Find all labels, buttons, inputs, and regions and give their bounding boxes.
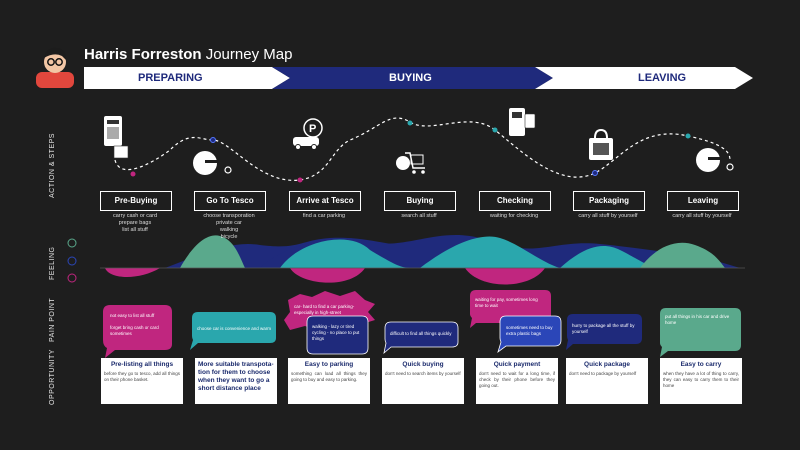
- step-description: carry all stuff by yourself: [672, 213, 732, 219]
- pain-text: sometimes need to buy extra plastic bags: [506, 325, 553, 336]
- phase-preparing: PREPARING: [138, 72, 203, 84]
- opportunity-desc: something can load all things they going…: [291, 371, 367, 382]
- phone-list-icon: [104, 116, 129, 159]
- pain-text: waiting for pay, sometimes long time to …: [475, 297, 538, 308]
- phase-leaving-shape: [535, 67, 753, 89]
- phase-buying-shape: [272, 67, 553, 89]
- feeling-wave-teal-2: [420, 236, 560, 268]
- shopping-cart-icon: [396, 152, 425, 174]
- step-description: choose transporation private car walking…: [203, 213, 255, 240]
- opportunity-title: Easy to carry: [680, 361, 722, 368]
- svg-text:P: P: [309, 123, 316, 135]
- side-label-feeling: FEELING: [49, 246, 56, 280]
- happy-face-icon: [67, 238, 77, 248]
- feeling-wave-magenta-3: [465, 268, 545, 285]
- opportunity-card: Easy to parking something can load all t…: [288, 358, 370, 404]
- feeling-wave-magenta: [105, 268, 160, 277]
- opportunity-card: Quick payment don't need to wait for a l…: [476, 358, 558, 404]
- pain-text: walking - lazy or tired cycling - no pla…: [312, 324, 360, 341]
- pain-text: put all things in his car and drive home: [665, 314, 730, 325]
- opportunity-desc: before they go to tesco, add all things …: [104, 371, 180, 382]
- path-node: [407, 120, 413, 126]
- feeling-wave-teal: [280, 239, 410, 268]
- car-front-icon: [193, 151, 232, 175]
- pain-text: choose car is convenience and warm: [197, 326, 272, 331]
- step-box: Buying: [384, 191, 456, 211]
- step-box: Go To Tesco: [194, 191, 266, 211]
- opportunity-desc: when they have a lot of thing to carry, …: [663, 371, 739, 388]
- feeling-wave-magenta-2: [290, 268, 365, 283]
- parking-car-icon: P: [293, 118, 323, 150]
- page-title: Harris Forreston Journey Map: [84, 46, 292, 63]
- car-leaving-icon: [696, 148, 734, 172]
- step-description: search all stuff: [401, 213, 437, 219]
- pain-text: difficult to find all things quickly: [390, 331, 452, 336]
- phase-leaving: LEAVING: [638, 72, 687, 84]
- pain-bubble-2: [190, 312, 276, 350]
- opportunity-desc: don't need to search items by yourself: [385, 371, 461, 376]
- path-node: [592, 170, 598, 176]
- opportunity-desc: don't need to package by yourself: [569, 371, 637, 376]
- feeling-wave-green-2: [640, 242, 725, 268]
- pain-text: car- hard to find a car parking-especial…: [294, 304, 355, 315]
- path-node: [685, 133, 691, 139]
- side-label-action: ACTION & STEPS: [49, 133, 56, 198]
- pain-bubble-7: [497, 315, 562, 354]
- step-description: carry all stuff by yourself: [578, 213, 638, 219]
- pain-bubble-4: [306, 315, 369, 355]
- map-subtitle: Journey Map: [205, 46, 293, 63]
- neutral-face-icon: [67, 256, 77, 266]
- opportunity-card: Pre-listing all things before they go to…: [101, 358, 183, 404]
- feeling-wave-teal-3: [560, 246, 660, 268]
- opportunity-desc: don't need to wait for a long time, if c…: [479, 371, 555, 388]
- step-box: Leaving: [667, 191, 739, 211]
- path-node: [297, 177, 303, 183]
- phase-buying: BUYING: [389, 72, 432, 84]
- sad-face-icon: [67, 273, 77, 283]
- path-node: [210, 137, 216, 143]
- pain-bubble-5: [383, 321, 459, 355]
- pain-bubble-9: [660, 308, 741, 357]
- pain-bubble-1: [103, 305, 172, 358]
- path-node: [130, 171, 136, 177]
- opportunity-title: Quick payment: [493, 361, 541, 368]
- pain-text: hurry to package all the stuff by yourse…: [572, 323, 635, 334]
- step-box: Arrive at Tesco: [289, 191, 361, 211]
- step-description: waiting for checking: [489, 213, 539, 219]
- person-name: Harris Forreston: [84, 46, 202, 63]
- opportunity-title: Easy to parking: [304, 361, 354, 368]
- opportunity-card: Easy to carry when they have a lot of th…: [660, 358, 742, 404]
- phase-preparing-shape: [84, 67, 290, 89]
- step-box: Packaging: [573, 191, 645, 211]
- avatar: [36, 47, 74, 88]
- step-description: carry cash or card prepare bags list all…: [112, 213, 157, 233]
- path-node: [492, 127, 498, 133]
- side-label-pain: PAIN POINT: [49, 297, 56, 342]
- opportunity-title: Quick package: [584, 361, 630, 368]
- opportunity-title: Pre-listing all things: [110, 361, 174, 368]
- pain-text: not easy to list all stuff: [110, 313, 155, 318]
- step-description: find a car parking: [302, 213, 346, 219]
- opportunity-card: Quick buying don't need to search items …: [382, 358, 464, 404]
- pain-text: forget bring cash or card sometimes: [110, 325, 159, 336]
- opportunity-card: More suitable transpota-tion for them to…: [195, 358, 277, 404]
- side-label-opportunity: OPPORTUNITY: [49, 349, 56, 405]
- opportunity-card: Quick package don't need to package by y…: [566, 358, 648, 404]
- shopping-bag-icon: [589, 128, 613, 160]
- pain-bubble-8: [566, 314, 642, 350]
- step-box: Checking: [479, 191, 551, 211]
- card-terminal-icon: [509, 108, 536, 136]
- opportunity-title: More suitable transpota-tion for them to…: [198, 361, 274, 392]
- step-box: Pre-Buying: [100, 191, 172, 211]
- opportunity-title: Quick buying: [402, 361, 444, 368]
- feeling-wave-green: [180, 235, 245, 268]
